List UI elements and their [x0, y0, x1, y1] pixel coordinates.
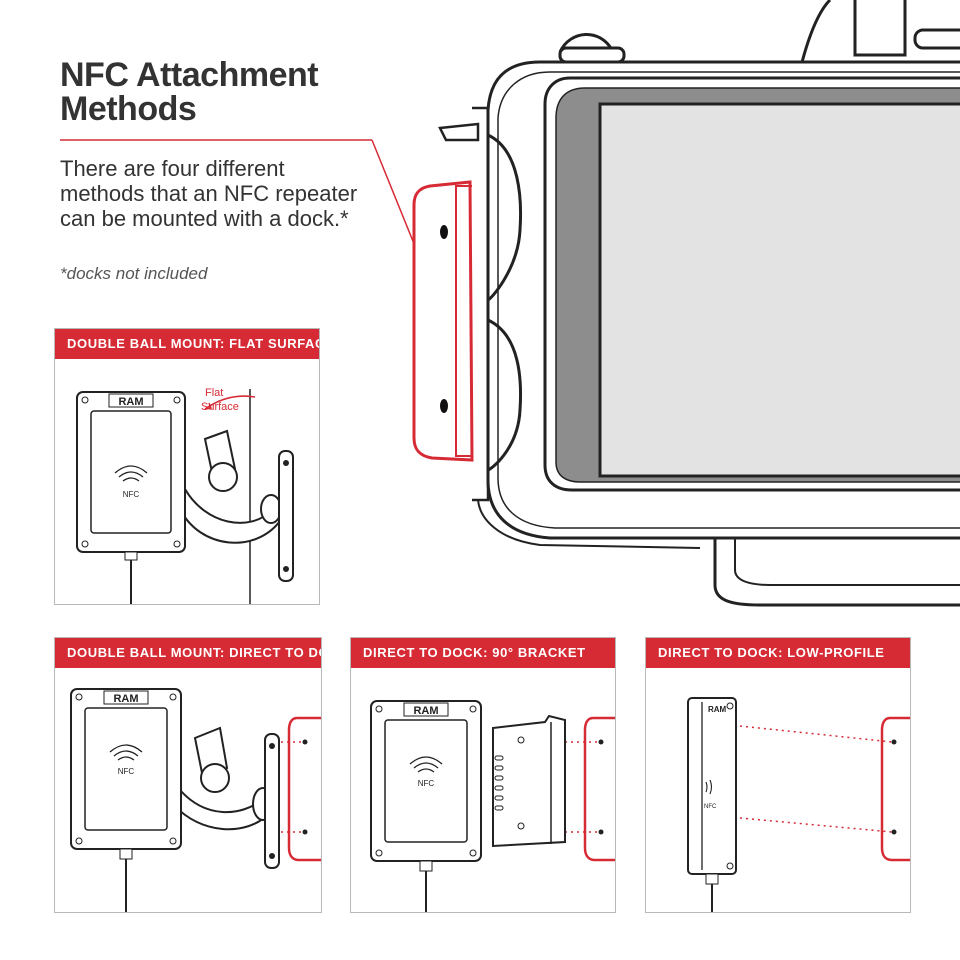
wifi-nfc-icon — [109, 744, 143, 761]
brand-label: RAM — [413, 705, 438, 717]
page-title: NFC Attachment Methods — [60, 58, 390, 126]
nfc-label: NFC — [704, 804, 717, 810]
nfc-label: NFC — [418, 779, 435, 788]
nfc-repeater-icon: RAM NFC — [687, 697, 910, 912]
panel-direct-to-dock: DOUBLE BALL MOUNT: DIRECT TO DOCK RAM — [54, 637, 322, 913]
panel-heading: DOUBLE BALL MOUNT: DIRECT TO DOCK — [55, 638, 321, 668]
ball-mount-arm-icon — [178, 429, 294, 582]
footnote: *docks not included — [60, 264, 208, 283]
panel-heading: DIRECT TO DOCK: LOW-PROFILE — [646, 638, 910, 668]
nfc-repeater-icon: Flat Surface RAM NFC — [76, 387, 294, 604]
nfc-repeater-icon: RAM NFC — [370, 700, 615, 912]
brand-label: RAM — [113, 693, 138, 705]
nfc-label: NFC — [123, 490, 140, 499]
label-flat: Flat — [205, 387, 223, 399]
bracket-icon — [492, 714, 566, 848]
wifi-nfc-icon — [705, 779, 713, 795]
panel-90-bracket: DIRECT TO DOCK: 90° BRACKET — [350, 637, 616, 913]
nfc-repeater-icon: RAM NFC — [70, 688, 321, 912]
wifi-nfc-icon — [409, 756, 443, 773]
intro-text: There are four different methods that an… — [60, 156, 358, 231]
panel-flat-surface: DOUBLE BALL MOUNT: FLAT SURFACE Flat Sur… — [54, 328, 320, 605]
ball-mount-arm-icon — [173, 726, 280, 869]
tablet-dock-illustration — [60, 0, 960, 607]
title-line-2: Methods — [60, 90, 197, 128]
panel-heading: DIRECT TO DOCK: 90° BRACKET — [351, 638, 615, 668]
brand-label: RAM — [708, 705, 727, 714]
panel-heading: DOUBLE BALL MOUNT: FLAT SURFACE — [55, 329, 319, 359]
wifi-nfc-icon — [114, 465, 148, 482]
nfc-label: NFC — [118, 767, 135, 776]
label-surface: Surface — [201, 401, 239, 413]
title-line-1: NFC Attachment — [60, 56, 319, 94]
panel-low-profile: DIRECT TO DOCK: LOW-PROFILE RAM NFC — [645, 637, 911, 913]
brand-label: RAM — [118, 396, 143, 408]
